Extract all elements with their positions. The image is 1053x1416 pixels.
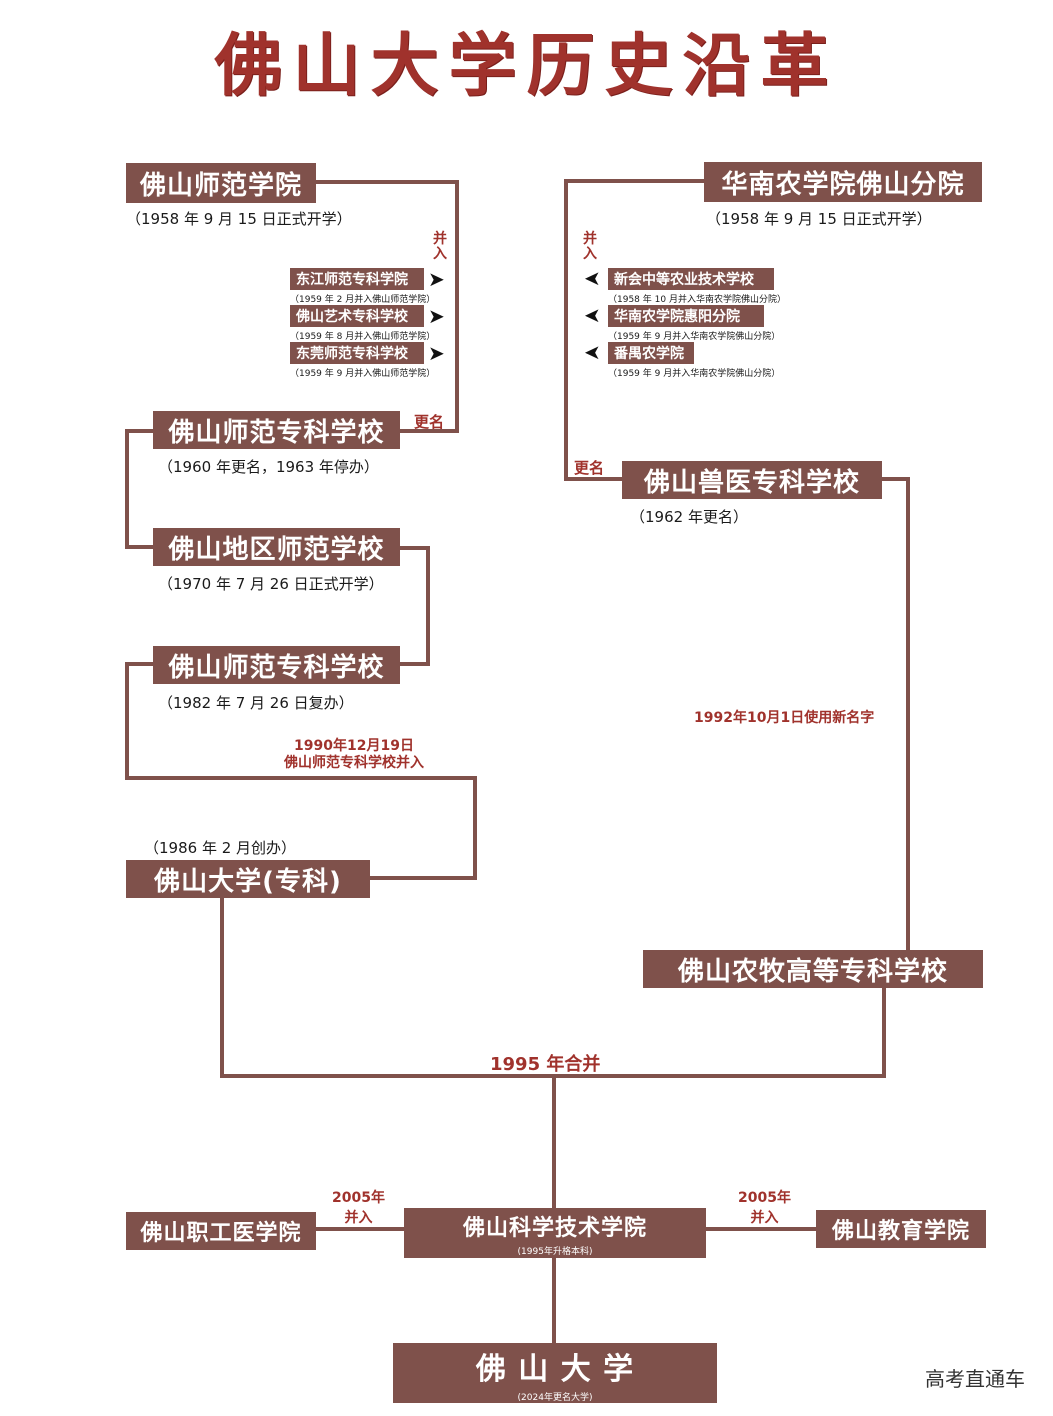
node-dongjiang-normal: 东江师范专科学院 [290,268,424,290]
node-foshan-agri-college: 佛山农牧高等专科学校 [643,950,983,988]
node-foshan-art-school: 佛山艺术专科学校 [290,305,424,327]
node-foshan-education-college: 佛山教育学院 [816,1210,986,1248]
node-label: 新会中等农业技术学校 [614,272,754,288]
node-note: (2024年更名大学) [517,1392,593,1403]
node-note: （1959 年 2 月并入佛山师范学院） [290,295,436,305]
node-label: 华南农学院佛山分院 [721,169,965,200]
arrow-left-icon: ➤ [584,266,601,290]
node-label: 佛山师范专科学校 [168,652,385,683]
merge-2005-right-label: 2005年 并入 [738,1188,791,1228]
rename-label-left: 更名 [414,413,445,431]
merge-label-right: 并入 [583,231,597,262]
node-note: （1958 年 9 月 15 日正式开学） [706,210,932,228]
node-note: （1959 年 8 月并入佛山师范学院） [290,332,436,342]
node-note: （1959 年 9 月并入华南农学院佛山分院） [608,369,781,379]
node-fosu-sci-tech: 佛山科学技术学院 (1995年升格本科) [404,1208,706,1258]
node-label: 佛山农牧高等专科学校 [677,956,948,987]
node-label: 佛山艺术专科学校 [296,309,408,325]
node-label: 佛山地区师范学校 [168,534,385,565]
merge-2005-left-label: 2005年 并入 [332,1188,385,1228]
node-label: 佛山教育学院 [831,1219,970,1244]
merge-1990-label: 1990年12月19日 佛山师范专科学校并入 [284,738,424,772]
node-label: 佛山职工医学院 [140,1221,302,1246]
node-note: （1958 年 10 月并入华南农学院佛山分院） [608,295,786,305]
node-label: 东莞师范专科学校 [296,346,408,362]
node-note: （1959 年 9 月并入佛山师范学院） [290,369,436,379]
node-foshan-normal-junior-1960: 佛山师范专科学校 [153,411,400,449]
watermark: 高考直通车 [925,1367,1025,1391]
node-label: 佛山师范学院 [139,170,302,201]
merge-1995-label: 1995 年合并 [490,1054,601,1075]
merge-1990-text: 佛山师范专科学校并入 [284,755,424,771]
merge-year: 2005年 [738,1190,791,1206]
node-label: 佛 山 大 学 [475,1351,635,1387]
rename-label-right: 更名 [574,459,605,477]
node-foshan-district-normal: 佛山地区师范学校 [153,528,400,566]
node-foshan-workers-medical: 佛山职工医学院 [126,1212,316,1250]
node-foshan-normal-junior-1982: 佛山师范专科学校 [153,646,400,684]
merge-label-left: 并入 [433,231,447,262]
node-label: 华南农学院惠阳分院 [614,309,740,325]
node-label: 佛山兽医专科学校 [643,467,860,498]
node-note: （1970 年 7 月 26 日正式开学） [158,575,384,593]
node-foshan-university-junior: 佛山大学(专科) [126,860,370,898]
node-dongguan-normal: 东莞师范专科学校 [290,342,424,364]
node-note: (1995年升格本科) [517,1246,593,1257]
node-note: （1962 年更名） [630,508,748,526]
node-label: 番禺农学院 [614,346,684,362]
node-label: 东江师范专科学院 [296,272,408,288]
arrow-right-icon: ➤ [428,304,445,328]
node-label: 佛山科学技术学院 [462,1215,647,1241]
node-label: 佛山师范专科学校 [168,417,385,448]
merge-year: 2005年 [332,1190,385,1206]
arrow-right-icon: ➤ [428,267,445,291]
node-foshan-normal-college: 佛山师范学院 [126,163,316,203]
page-title: 佛山大学历史沿革 [214,26,839,106]
arrow-left-icon: ➤ [584,303,601,327]
node-note: （1959 年 9 月并入华南农学院佛山分院） [608,332,781,342]
rename-1992-label: 1992年10月1日使用新名字 [694,710,875,726]
node-note: （1960 年更名，1963 年停办） [158,458,379,476]
node-xinhui-agri-school: 新会中等农业技术学校 [608,268,774,290]
merge-1990-date: 1990年12月19日 [294,738,414,754]
arrow-right-icon: ➤ [428,341,445,365]
node-note: （1958 年 9 月 15 日正式开学） [126,210,352,228]
node-foshan-veterinary-school: 佛山兽医专科学校 [622,461,882,499]
arrow-left-icon: ➤ [584,340,601,364]
node-scau-foshan-branch: 华南农学院佛山分院 [704,162,982,202]
merge-text: 并入 [344,1210,373,1226]
node-panyu-agri-college: 番禺农学院 [608,342,694,364]
node-foshan-university: 佛 山 大 学 (2024年更名大学) [393,1343,717,1403]
node-note: （1986 年 2 月创办） [144,839,297,857]
node-scau-huiyang-branch: 华南农学院惠阳分院 [608,305,764,327]
merge-text: 并入 [750,1210,779,1226]
node-label: 佛山大学(专科) [154,866,342,897]
node-note: （1982 年 7 月 26 日复办） [158,694,354,712]
